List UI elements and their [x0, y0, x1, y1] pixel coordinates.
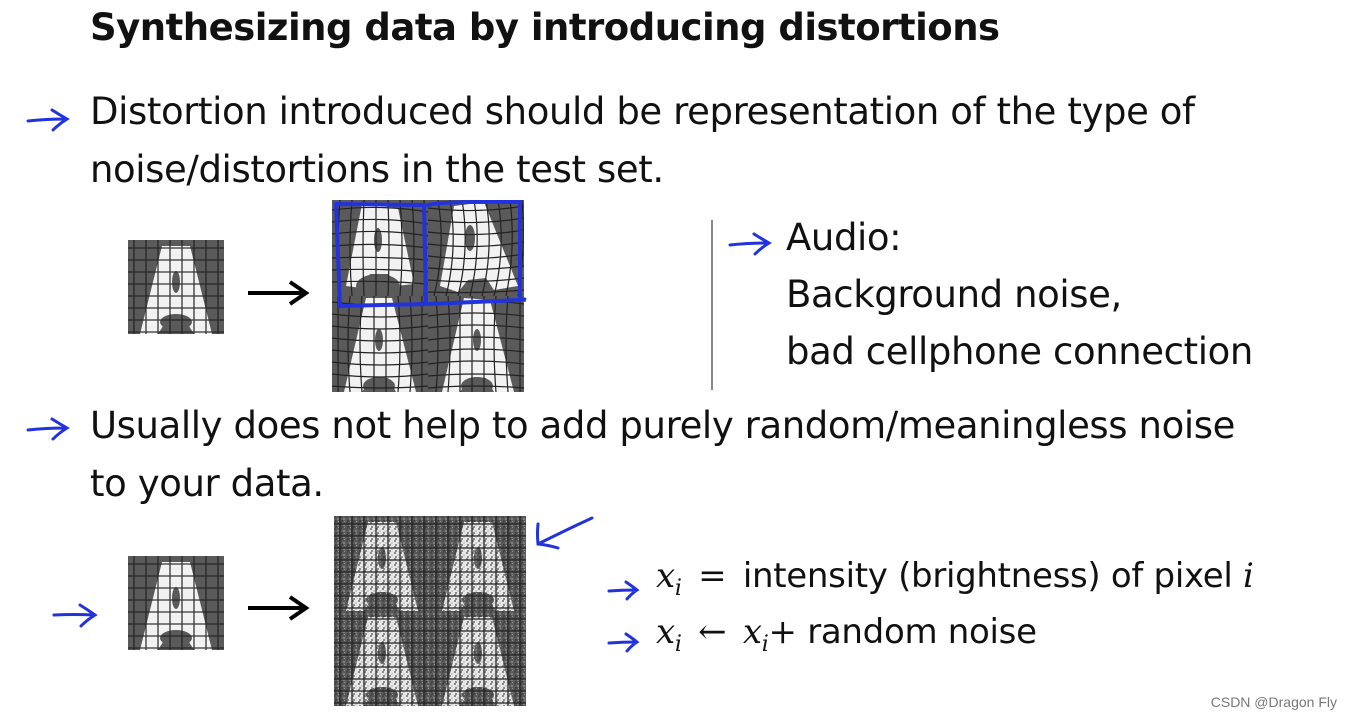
math-var-x: x [742, 612, 762, 652]
hand-drawn-arrow-icon [536, 516, 594, 550]
watermark: CSDN @Dragon Fly [1210, 694, 1337, 710]
hand-drawn-arrow-icon [728, 232, 772, 256]
math-plus: + [768, 612, 797, 652]
bullet-2-line-2: to your data. [90, 462, 324, 505]
math-sub-i: i [674, 631, 682, 657]
hand-drawn-arrow-icon [607, 632, 640, 653]
formula-description: intensity (brightness) of pixel [742, 556, 1233, 596]
bullet-2-line-1: Usually does not help to add purely rand… [90, 404, 1235, 447]
math-sub-i: i [761, 631, 769, 657]
distorted-sample [428, 296, 524, 392]
distorted-samples-grid [332, 200, 527, 392]
distorted-sample [332, 296, 428, 392]
math-left-arrow: ← [698, 612, 727, 652]
column-divider [711, 220, 713, 390]
right-arrow-icon [248, 595, 310, 621]
bullet-1-line-1: Distortion introduced should be represen… [90, 90, 1195, 133]
audio-heading: Audio: [786, 216, 902, 259]
hand-drawn-arrow-icon [607, 580, 640, 601]
audio-line-2: bad cellphone connection [786, 330, 1253, 373]
formula-noise: xi ← xi+ random noise [656, 612, 1037, 657]
noisy-samples-grid [334, 516, 526, 706]
hand-drawn-arrow-icon [26, 108, 70, 132]
distorted-sample [428, 200, 524, 296]
formula-intensity: xi = intensity (brightness) of pixel i [656, 556, 1254, 601]
math-var-x: x [656, 612, 675, 652]
original-letter-a-image [128, 556, 224, 650]
formula-noise-text: random noise [807, 612, 1037, 652]
bullet-1-line-2: noise/distortions in the test set. [90, 148, 664, 191]
audio-line-1: Background noise, [786, 273, 1122, 316]
distorted-sample [332, 200, 428, 296]
right-arrow-icon [248, 280, 310, 306]
math-equals: = [698, 556, 727, 596]
math-var-i: i [1243, 556, 1254, 596]
noisy-sample [334, 611, 430, 706]
hand-drawn-arrow-icon [26, 417, 70, 441]
math-var-x: x [656, 556, 675, 596]
slide-title: Synthesizing data by introducing distort… [90, 6, 1000, 49]
hand-drawn-arrow-icon [52, 603, 98, 628]
blue-highlight-marks [333, 200, 527, 309]
math-sub-i: i [674, 575, 682, 601]
noisy-sample [334, 516, 430, 611]
noisy-sample [430, 516, 526, 611]
noisy-sample [430, 611, 526, 706]
original-letter-a-image [128, 240, 224, 334]
